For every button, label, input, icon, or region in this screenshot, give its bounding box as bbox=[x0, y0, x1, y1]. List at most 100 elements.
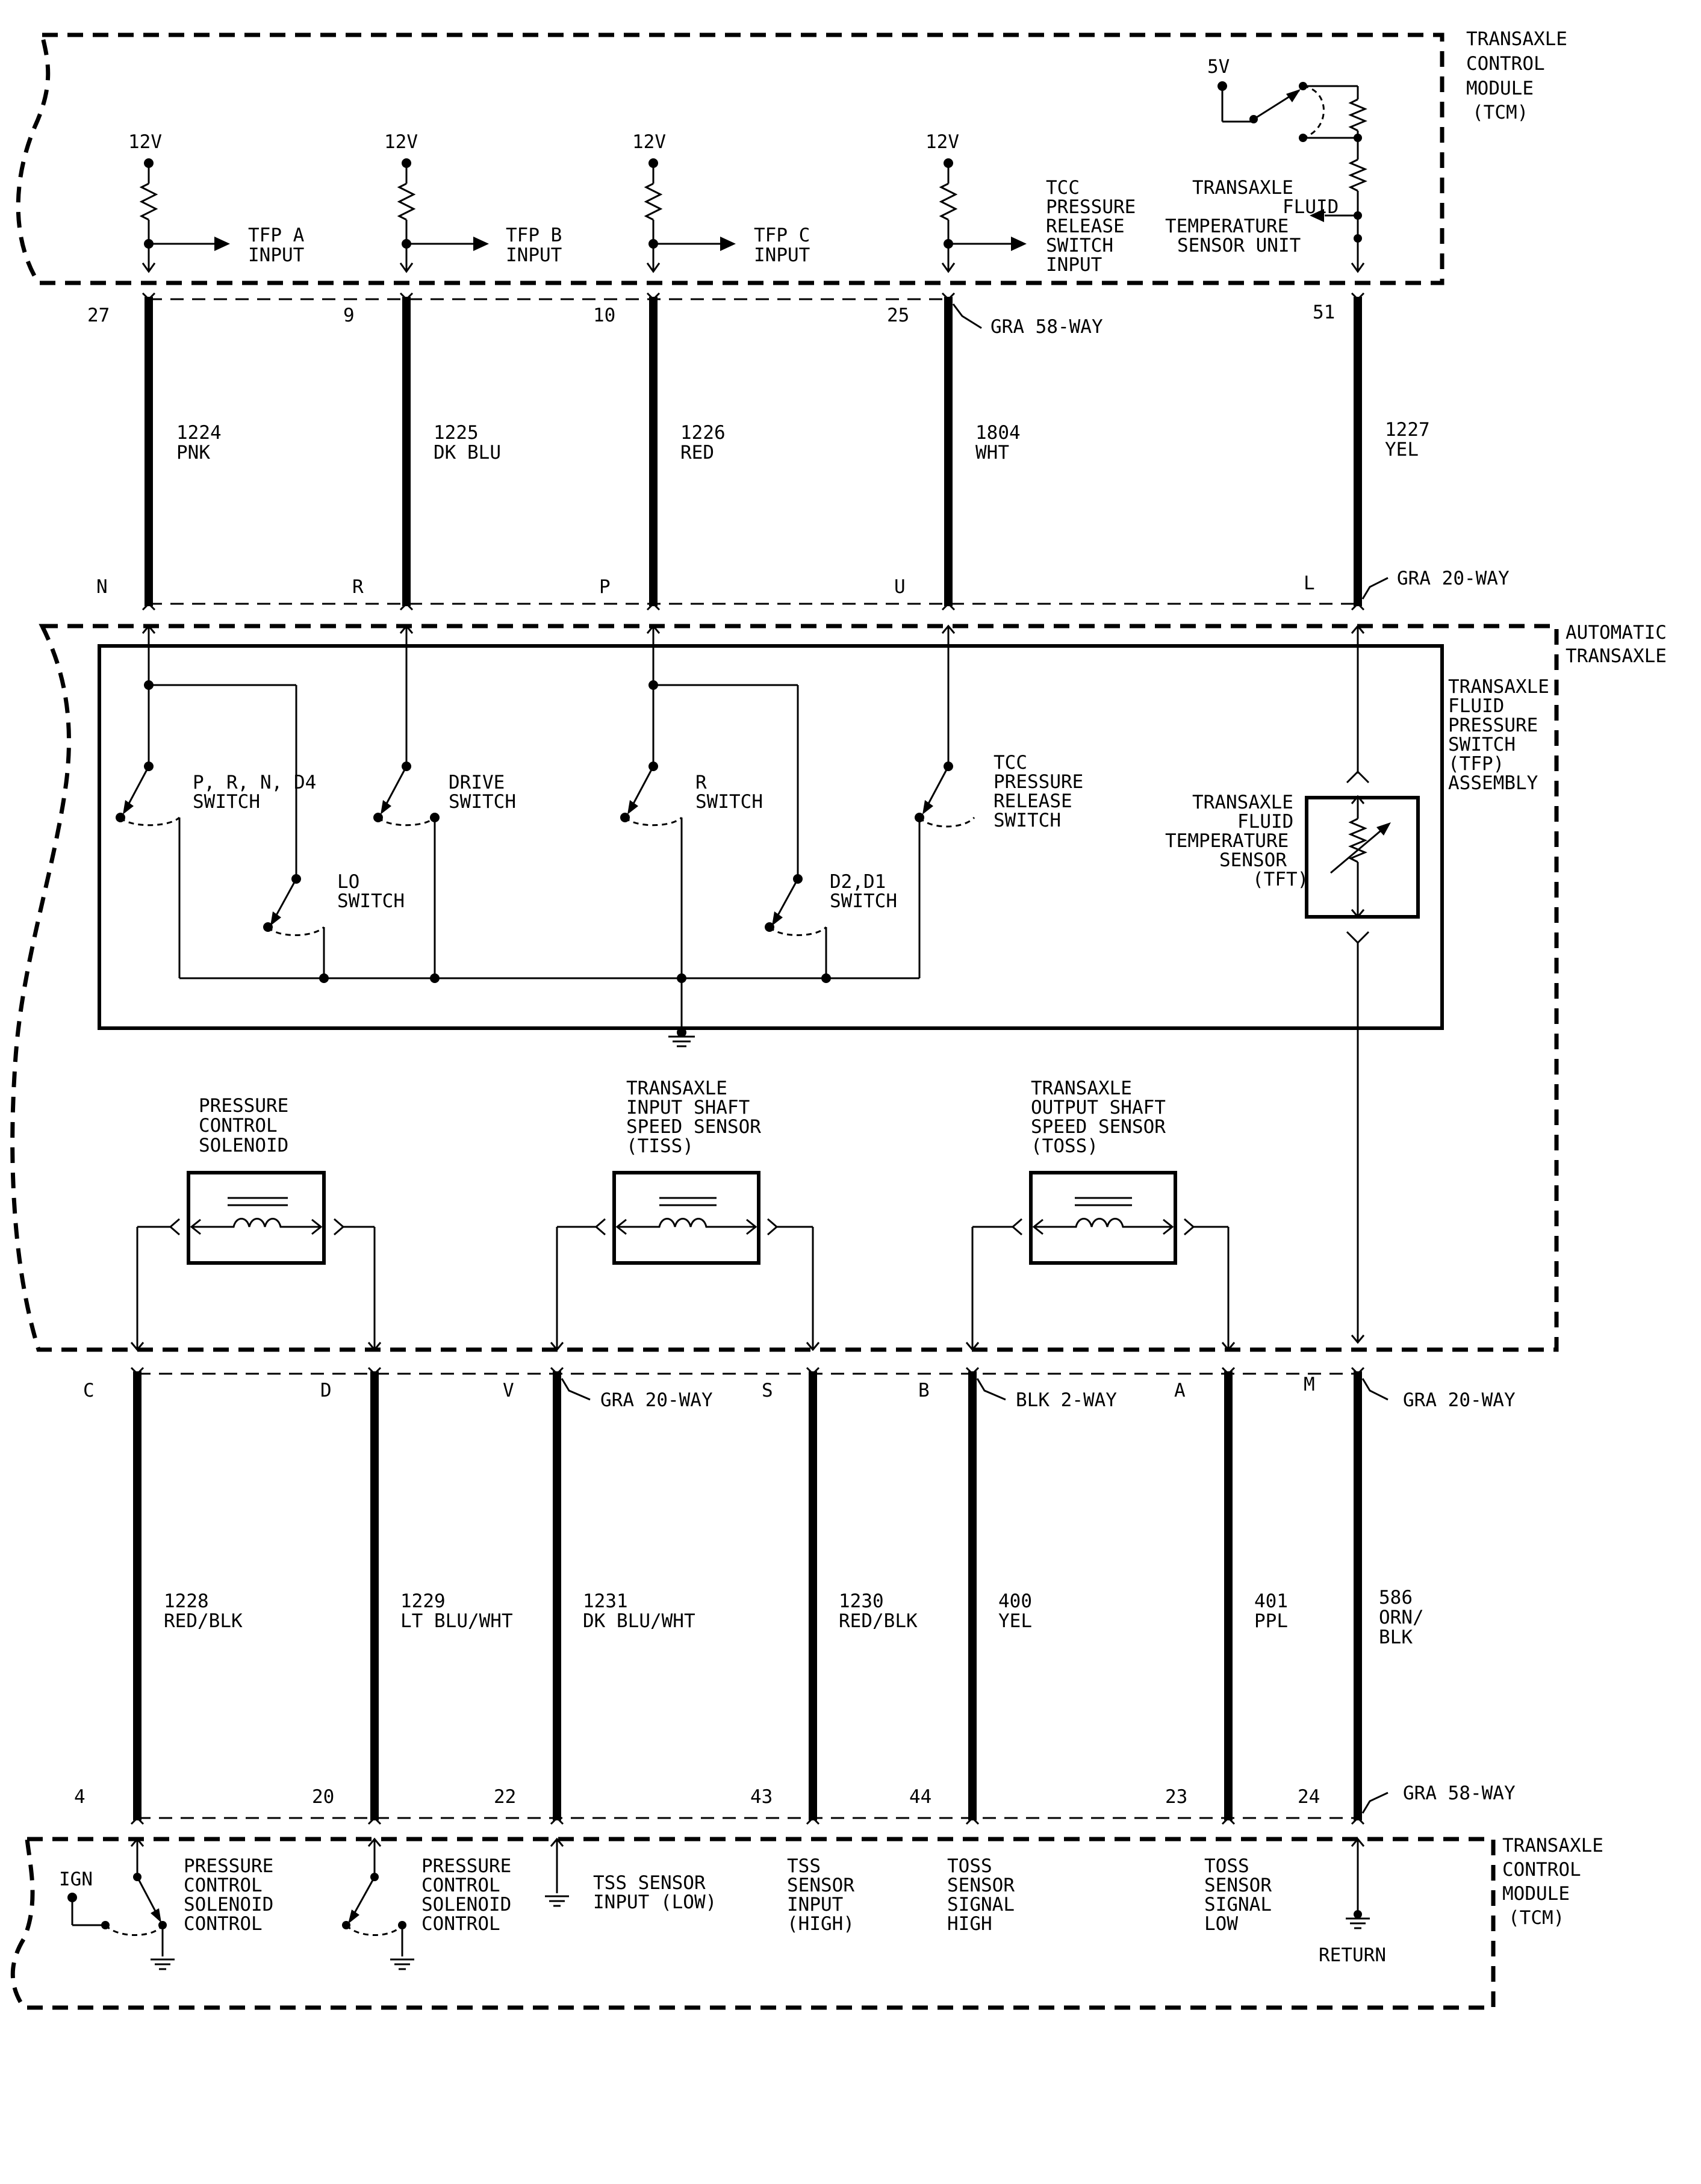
node-dot bbox=[648, 158, 658, 168]
pin-top: A bbox=[1174, 1380, 1186, 1401]
tft-label-2: FLUID bbox=[1237, 811, 1293, 833]
pin-bottom: 20 bbox=[312, 1786, 334, 1808]
tcm-top-title-4: (TCM) bbox=[1472, 102, 1528, 123]
pressure-control-solenoid: PRESSURE CONTROL SOLENOID bbox=[130, 1095, 382, 1351]
return-circuit: RETURN bbox=[1319, 1837, 1386, 1966]
tfp-c-input-label-1: TFP C bbox=[754, 225, 810, 246]
toss-label-2: OUTPUT SHAFT bbox=[1031, 1097, 1166, 1118]
connector-toss-2-way: BLK 2-WAY bbox=[1016, 1389, 1117, 1411]
tcc-input-label-3: RELEASE bbox=[1046, 216, 1125, 237]
tcm-top-box: TRANSAXLE CONTROL MODULE (TCM) bbox=[16, 28, 1567, 285]
tss-input-high-circuit: TSS SENSOR INPUT (HIGH) bbox=[787, 1855, 854, 1935]
circuit-number: 1226 bbox=[680, 422, 726, 444]
tcm-bottom-title-1: TRANSAXLE bbox=[1502, 1835, 1603, 1857]
pin-bottom: U bbox=[894, 576, 906, 598]
tfp-title-6: ASSEMBLY bbox=[1448, 772, 1538, 794]
circuit-number: 1230 bbox=[839, 1590, 884, 1612]
tfp-title-1: TRANSAXLE bbox=[1448, 676, 1549, 698]
toss-low-label-1: TOSS bbox=[1204, 1855, 1249, 1877]
wire-color: WHT bbox=[975, 442, 1009, 464]
tfp-c-input-circuit: 12V TFP C INPUT bbox=[632, 131, 810, 273]
tft-label-3: TEMPERATURE bbox=[1165, 830, 1289, 852]
d2d1-switch: D2,D1 SWITCH bbox=[765, 871, 897, 978]
tss-high-label-4: (HIGH) bbox=[787, 1913, 854, 1935]
d2d1-label-1: D2,D1 bbox=[830, 871, 886, 893]
tft-unit-label-2: FLUID bbox=[1283, 196, 1339, 218]
tcm-bottom-title-4: (TCM) bbox=[1508, 1907, 1564, 1929]
connector-tft-20-way: GRA 20-WAY bbox=[1403, 1389, 1516, 1411]
tft-sensor: TRANSAXLE FLUID TEMPERATURE SENSOR (TFT) bbox=[1165, 770, 1420, 945]
wire-color: DK BLU/WHT bbox=[583, 1610, 695, 1632]
pin-bottom: 24 bbox=[1298, 1786, 1320, 1808]
tiss-label-3: SPEED SENSOR bbox=[626, 1116, 761, 1138]
toss-label-1: TRANSAXLE bbox=[1031, 1078, 1132, 1099]
prnd4-switch: P, R, N, D4 SWITCH bbox=[116, 762, 316, 978]
tcc-input-label-5: INPUT bbox=[1046, 254, 1102, 276]
wire-color: RED/BLK bbox=[839, 1610, 918, 1632]
wire-1225: 9 R 1225 DK BLU bbox=[343, 292, 501, 611]
tfp-title-2: FLUID bbox=[1448, 695, 1504, 717]
toss-sensor: TRANSAXLE OUTPUT SHAFT SPEED SENSOR (TOS… bbox=[965, 1078, 1236, 1351]
pcs-control-circuit-2: PRESSURE CONTROL SOLENOID CONTROL bbox=[342, 1837, 511, 1970]
tcm-top-title-3: MODULE bbox=[1466, 78, 1534, 99]
circuit-number: 401 bbox=[1254, 1590, 1288, 1612]
pin-bottom: L bbox=[1304, 572, 1315, 594]
tft-sensor-unit-circuit: 5V TRANSAXLE FLUID TEMPERATURE SENSOR UN… bbox=[1165, 56, 1367, 273]
r-switch: R SWITCH bbox=[620, 762, 763, 978]
tfp-assembly: TRANSAXLE FLUID PRESSURE SWITCH (TFP) AS… bbox=[98, 624, 1549, 1344]
wire-color-1: ORN/ bbox=[1379, 1607, 1424, 1628]
pcs2-label-3: SOLENOID bbox=[421, 1894, 511, 1916]
wire-1228: C 4 1228 RED/BLK bbox=[74, 1367, 243, 1825]
circuit-number: 586 bbox=[1379, 1587, 1413, 1609]
tcm-bottom-title-2: CONTROL bbox=[1502, 1859, 1581, 1881]
prnd4-label-2: SWITCH bbox=[193, 791, 260, 813]
tfp-b-input-circuit: 12V TFP B INPUT bbox=[384, 131, 562, 273]
ign-label: IGN bbox=[59, 1869, 93, 1890]
connector-tcm-58-way: GRA 58-WAY bbox=[990, 316, 1103, 338]
tfp-a-input-label-2: INPUT bbox=[248, 244, 304, 266]
toss-label-4: (TOSS) bbox=[1031, 1135, 1098, 1157]
wire-color: DK BLU bbox=[434, 442, 501, 464]
tss-input-low-circuit: TSS SENSOR INPUT (LOW) bbox=[545, 1837, 717, 1913]
wire-1226: 10 P 1226 RED bbox=[593, 292, 726, 611]
toss-high-label-3: SIGNAL bbox=[947, 1894, 1015, 1916]
wire-401: A 23 401 PPL bbox=[1165, 1367, 1288, 1825]
tfp-a-input-circuit: 12V TFP A INPUT bbox=[128, 131, 305, 273]
pin-bottom: P bbox=[599, 576, 611, 598]
pcs-control-circuit-1: IGN PRESSURE CONTROL SOLENOID CONTROL bbox=[59, 1837, 273, 1970]
circuit-number: 1229 bbox=[400, 1590, 446, 1612]
pin-top: B bbox=[918, 1380, 930, 1401]
wire-1804: 25 U 1804 WHT GRA 58-WAY bbox=[887, 292, 1103, 611]
tcc-switch-label-1: TCC bbox=[994, 752, 1027, 774]
tcc-input-label-2: PRESSURE bbox=[1046, 196, 1136, 218]
pin-bottom: N bbox=[96, 576, 108, 598]
tft-label-1: TRANSAXLE bbox=[1192, 792, 1293, 813]
wire-1229: D 20 1229 LT BLU/WHT bbox=[312, 1367, 513, 1825]
circuit-number: 1228 bbox=[164, 1590, 209, 1612]
wire-color-2: BLK bbox=[1379, 1627, 1413, 1648]
connector-transaxle-20-way: GRA 20-WAY bbox=[1397, 568, 1510, 589]
pin-bottom: R bbox=[352, 576, 364, 598]
tss-high-label-1: TSS bbox=[787, 1855, 821, 1877]
connector-tiss-20-way: GRA 20-WAY bbox=[600, 1389, 713, 1411]
wire-color: PPL bbox=[1254, 1610, 1288, 1632]
automatic-transaxle-title-1: AUTOMATIC bbox=[1566, 622, 1667, 644]
toss-high-label-4: HIGH bbox=[947, 1913, 992, 1935]
pin-top: 51 bbox=[1313, 302, 1335, 323]
connector-tcm-58-way: GRA 58-WAY bbox=[1403, 1782, 1516, 1804]
lo-label-1: LO bbox=[337, 871, 359, 893]
tcc-switch-label-4: SWITCH bbox=[994, 810, 1061, 831]
wire-color: RED bbox=[680, 442, 714, 464]
tcm-top-title-1: TRANSAXLE bbox=[1466, 28, 1567, 50]
toss-low-label-2: SENSOR bbox=[1204, 1875, 1272, 1896]
pcs1-label-3: SOLENOID bbox=[184, 1894, 273, 1916]
wire-1231: V 22 1231 DK BLU/WHT GRA 20-WAY bbox=[494, 1367, 713, 1825]
pin-bottom: 23 bbox=[1165, 1786, 1187, 1808]
tfp-c-input-label-2: INPUT bbox=[754, 244, 810, 266]
tiss-label-4: (TISS) bbox=[626, 1135, 694, 1157]
circuit-number: 1804 bbox=[975, 422, 1021, 444]
tft-unit-voltage: 5V bbox=[1207, 56, 1230, 78]
tcc-input-label-1: TCC bbox=[1046, 177, 1080, 199]
tss-low-label-2: INPUT (LOW) bbox=[593, 1891, 717, 1913]
